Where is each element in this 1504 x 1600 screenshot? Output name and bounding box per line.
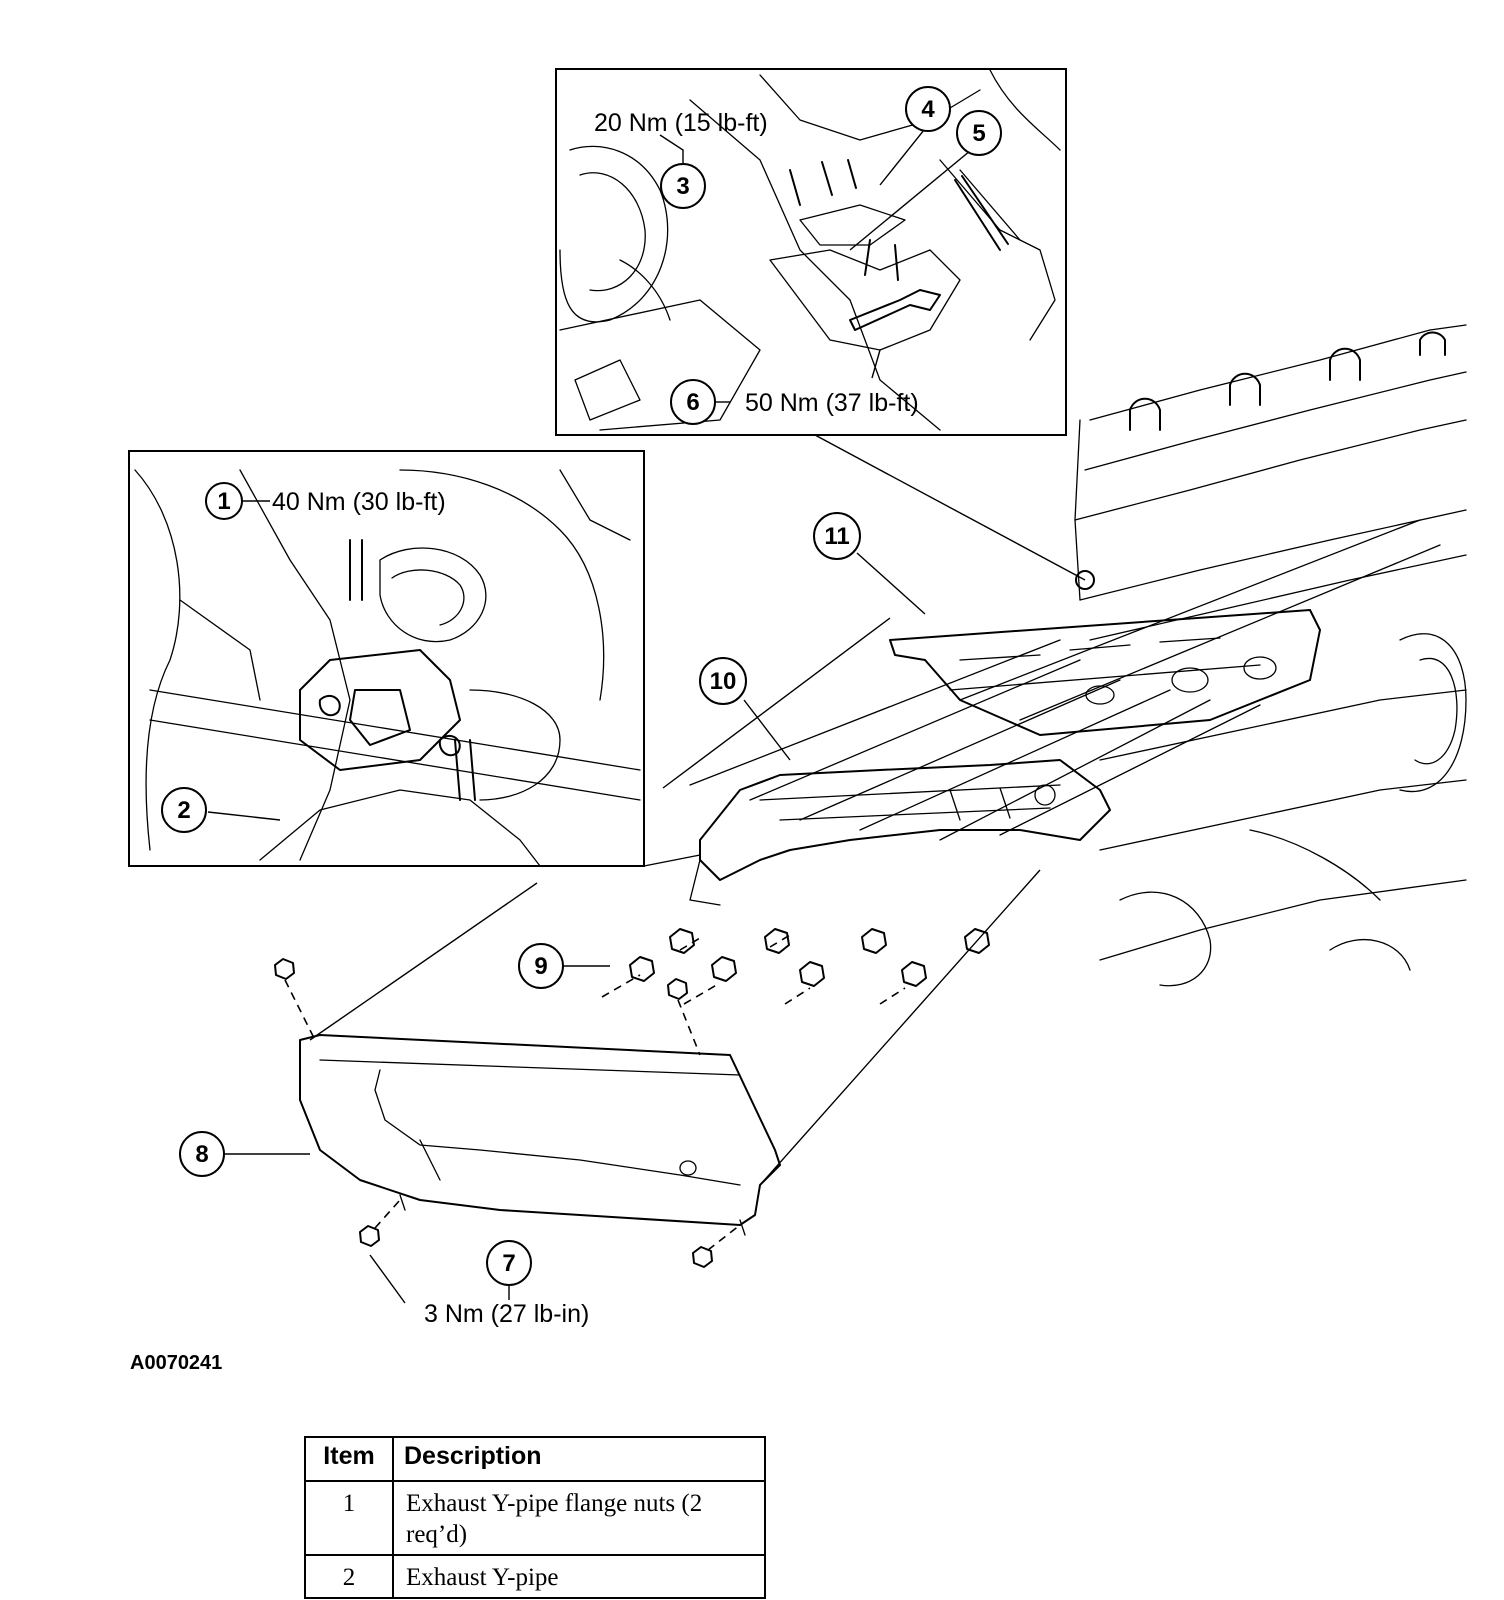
- exhaust-manifold-10: [689, 759, 1111, 906]
- assembly-lines: [309, 434, 1086, 1186]
- callout-3-torque: 20 Nm (15 lb-ft): [594, 109, 768, 137]
- callout-10: 10: [699, 657, 747, 705]
- figure-code: A0070241: [130, 1352, 222, 1374]
- callout-4: 4: [905, 86, 951, 132]
- upper-heat-shield-11: [889, 609, 1321, 736]
- manifold-studs-art: [689, 519, 1441, 841]
- callout-4-number: 4: [921, 96, 935, 123]
- callout-3-number: 3: [676, 173, 689, 200]
- table-row: 1 Exhaust Y-pipe flange nuts (2 req’d): [304, 1480, 766, 1556]
- stud-dashed-alignment: [601, 934, 906, 1005]
- table-cell-description: Exhaust Y-pipe flange nuts (2 req’d): [392, 1480, 766, 1556]
- callout-1: 1 40 Nm (30 lb-ft): [205, 482, 446, 520]
- callout-8-number: 8: [195, 1141, 208, 1168]
- callout-7-torque: 3 Nm (27 lb-in): [424, 1300, 589, 1328]
- table-header-row: Item Description: [304, 1436, 766, 1482]
- callout-5-number: 5: [972, 120, 985, 147]
- callout-2-number: 2: [177, 797, 190, 824]
- callout-8: 8: [179, 1131, 225, 1177]
- manifold-nuts: [629, 928, 990, 987]
- callout-1-number: 1: [217, 488, 230, 515]
- item-column-header: Item: [304, 1436, 394, 1482]
- lower-heat-shield-8: [299, 1034, 781, 1236]
- callout-7: 7 3 Nm (27 lb-in): [424, 1240, 589, 1328]
- heat-shield-bolts: [274, 958, 713, 1268]
- parts-legend-table: Item Description 1 Exhaust Y-pipe flange…: [304, 1436, 766, 1599]
- left-detail-inset: [128, 450, 645, 867]
- callout-9: 9: [518, 943, 564, 989]
- table-cell-description: Exhaust Y-pipe: [392, 1554, 766, 1599]
- table-cell-item: 1: [304, 1480, 394, 1556]
- callout-11-number: 11: [824, 523, 849, 550]
- callout-5: 5: [956, 110, 1002, 156]
- callout-2: 2: [161, 787, 207, 833]
- table-row: 2 Exhaust Y-pipe: [304, 1554, 766, 1599]
- callout-11: 11: [813, 512, 861, 560]
- callout-3: 3 20 Nm (15 lb-ft): [594, 109, 768, 209]
- callout-leaders: [207, 124, 977, 1304]
- bolt-dashed-alignment: [284, 979, 741, 1251]
- table-cell-item: 2: [304, 1554, 394, 1599]
- callout-7-number: 7: [502, 1250, 515, 1277]
- callout-9-number: 9: [534, 953, 547, 980]
- description-column-header: Description: [392, 1436, 766, 1482]
- callout-1-torque: 40 Nm (30 lb-ft): [272, 488, 446, 516]
- callout-6: 6 50 Nm (37 lb-ft): [670, 379, 919, 425]
- callout-6-torque: 50 Nm (37 lb-ft): [745, 389, 919, 417]
- engine-block-art: [1074, 324, 1467, 987]
- callout-6-number: 6: [686, 389, 699, 416]
- callout-10-number: 10: [710, 668, 737, 695]
